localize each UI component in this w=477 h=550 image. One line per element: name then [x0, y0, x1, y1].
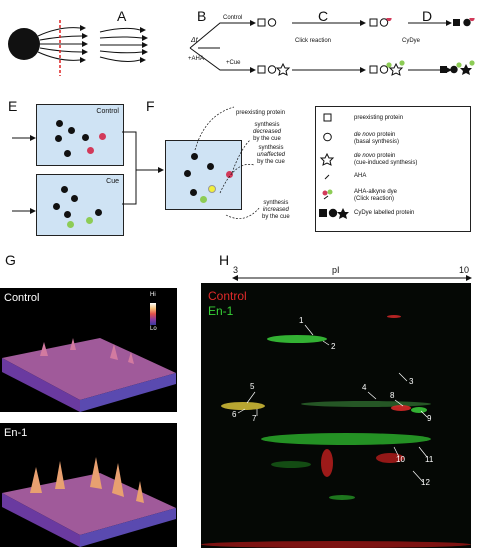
surface-plot-en1: En-1 — [0, 423, 177, 547]
spot-label-11: 11 — [425, 455, 434, 464]
legend-denovo-cue: de novo protein(cue-induced synthesis) — [354, 153, 418, 166]
label-cydye: CyDye — [402, 38, 421, 44]
dot — [191, 153, 198, 160]
spot-label-8: 8 — [390, 391, 395, 400]
dot — [207, 163, 214, 170]
dot-green — [86, 217, 93, 224]
g-lo: Lo — [150, 326, 157, 332]
workflow-diagram — [189, 18, 475, 76]
colorbar — [150, 303, 156, 325]
legend-icons — [319, 113, 349, 219]
panel-label-g: G — [5, 252, 16, 268]
g-en1-label: En-1 — [4, 427, 28, 439]
panel-label-c: C — [318, 8, 329, 24]
dot — [56, 120, 63, 127]
spot-label-7: 7 — [252, 414, 257, 423]
gel-spot — [267, 335, 327, 343]
legend-denovo-basal: de novo protein(basal synthesis) — [354, 132, 400, 145]
surface-plot-control: Control Hi Lo — [0, 288, 177, 412]
ph-low: 3 — [233, 265, 239, 275]
dot — [61, 186, 68, 193]
dot — [95, 209, 102, 216]
ph-high: 10 — [459, 265, 470, 275]
dot-red — [99, 133, 106, 140]
gel-en1-label: En-1 — [208, 304, 234, 318]
spot-label-6: 6 — [232, 410, 237, 419]
dot-red — [226, 171, 233, 178]
surface-en1 — [2, 457, 176, 547]
spot-label-5: 5 — [250, 382, 255, 391]
panel-label-f: F — [146, 98, 155, 114]
legend-dye: AHA-alkyne dye(Click reaction) — [354, 189, 398, 202]
arrows-e — [12, 135, 36, 214]
neuron-diagram — [8, 20, 148, 76]
dot-yellow — [208, 185, 216, 193]
f-preexisting: preexisting protein — [236, 110, 286, 116]
label-click-reaction: Click reaction — [295, 38, 332, 44]
dot-red — [87, 147, 94, 154]
spot-label-10: 10 — [396, 455, 405, 464]
gel-spot — [221, 402, 265, 410]
spot-label-4: 4 — [362, 383, 367, 392]
bracket-arrow — [122, 131, 164, 205]
label-control: Control — [223, 15, 243, 21]
f-pointers — [194, 106, 261, 219]
gel-spot — [376, 453, 404, 463]
gel-spot — [271, 461, 311, 468]
dot-green — [67, 221, 74, 228]
legend-cydye: CyDye labelled protein — [354, 210, 415, 216]
gel-image: Control En-1 1 2 3 4 5 6 7 8 9 10 11 12 — [201, 283, 471, 548]
gel-spot — [391, 405, 411, 411]
pi-axis — [232, 275, 472, 281]
gel-spot — [321, 449, 333, 477]
gel-spot — [301, 401, 431, 407]
label-cue: +Cue — [226, 60, 241, 66]
gel-spot — [411, 407, 427, 413]
dot — [190, 189, 197, 196]
control-box-label: Control — [96, 108, 119, 115]
label-aha: +AHA — [188, 56, 204, 62]
panel-label-h: H — [219, 252, 230, 268]
dot — [184, 170, 191, 177]
gel-control-label: Control — [208, 289, 247, 303]
g-hi: Hi — [150, 292, 156, 298]
dot — [71, 195, 78, 202]
merged-box — [165, 140, 242, 210]
panel-label-d: D — [422, 8, 433, 24]
control-box: Control — [36, 104, 124, 166]
spot-leader-lines — [237, 324, 428, 483]
dot — [55, 135, 62, 142]
panel-label-e: E — [8, 98, 18, 114]
panel-label-b: B — [197, 8, 207, 24]
label-delta-t: Δt — [191, 37, 198, 44]
panel-label-a: A — [117, 8, 127, 24]
legend-box: preexisting protein de novo protein(basa… — [315, 106, 471, 232]
dot — [68, 127, 75, 134]
spot-label-2: 2 — [331, 342, 336, 351]
gel-spot — [261, 433, 431, 445]
spot-label-9: 9 — [427, 414, 432, 423]
cue-box: Cue — [36, 174, 124, 236]
legend-preexisting: preexisting protein — [354, 115, 404, 121]
gel-spot — [387, 315, 401, 318]
surface-control — [2, 338, 176, 412]
dot — [53, 203, 60, 210]
cue-box-label: Cue — [106, 178, 119, 185]
spot-label-3: 3 — [409, 377, 414, 386]
dot-green — [200, 196, 207, 203]
spot-label-12: 12 — [421, 478, 430, 487]
dot — [64, 150, 71, 157]
g-control-label: Control — [4, 292, 40, 304]
dot — [64, 211, 71, 218]
gel-spot — [329, 495, 355, 500]
pi-label: pI — [332, 265, 340, 275]
spot-label-1: 1 — [299, 316, 304, 325]
gel-spot — [201, 541, 471, 548]
dot — [82, 134, 89, 141]
legend-aha: AHA — [354, 173, 367, 179]
